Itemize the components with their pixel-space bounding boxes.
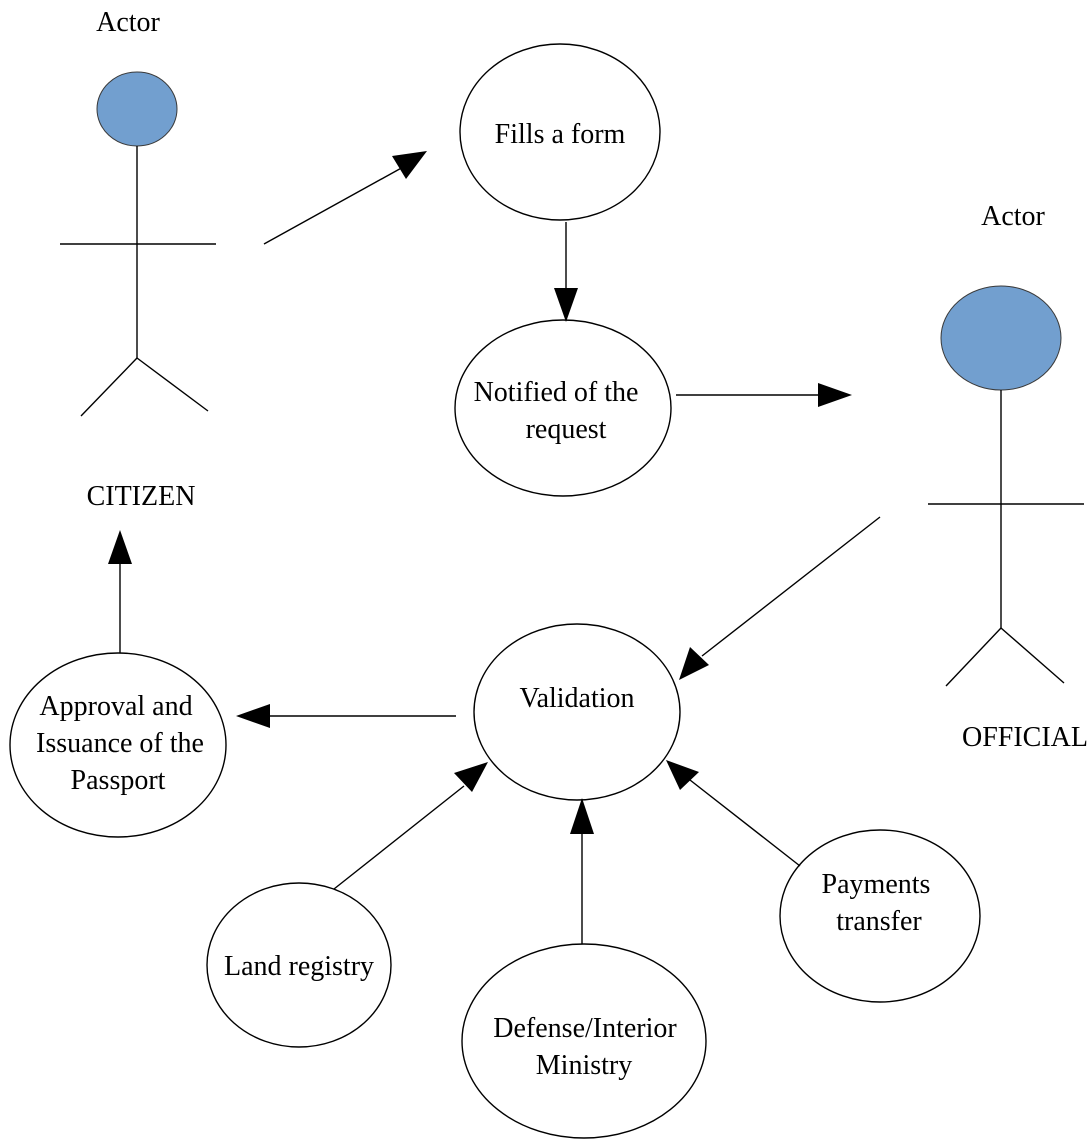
citizen-right-leg [136, 357, 209, 412]
payments-label-line2: transfer [836, 906, 922, 937]
approval-label-line3: Passport [71, 765, 166, 796]
citizen-head-icon [96, 71, 178, 147]
payments-label-line1: Payments [822, 869, 931, 900]
arrow-citizen-to-fills-form [263, 151, 427, 245]
official-left-leg [945, 627, 1002, 687]
land-registry-label: Land registry [224, 951, 374, 982]
notified-label-line1: Notified of the [474, 377, 639, 408]
validation-ellipse [473, 623, 681, 801]
use-case-fills-form[interactable]: Fills a form [459, 43, 661, 221]
land-registry-ellipse [206, 882, 392, 1048]
defense-label-line2: Ministry [536, 1050, 632, 1081]
arrow-defense-to-validation [570, 798, 594, 944]
arrowhead-icon [392, 151, 427, 179]
official-right-leg [1000, 627, 1065, 684]
use-case-notified[interactable]: Notified of the request [454, 319, 672, 497]
defense-label-line1: Defense/Interior [493, 1013, 677, 1044]
citizen-left-leg [80, 357, 138, 417]
approval-label-line1: Approval and [39, 691, 192, 722]
citizen-actor-name: CITIZEN [87, 481, 196, 512]
arrowhead-icon [236, 704, 270, 728]
arrowhead-icon [108, 530, 132, 564]
approval-ellipse [9, 652, 227, 838]
citizen-actor[interactable]: Actor CITIZEN [60, 7, 216, 512]
arrow-fills-form-to-notified [554, 222, 578, 322]
arrow-official-to-validation [679, 516, 881, 680]
use-case-payments-transfer[interactable]: Payments transfer [779, 829, 981, 1003]
arrow-payments-to-validation [666, 760, 801, 867]
use-case-validation[interactable]: Validation [473, 623, 681, 801]
payments-ellipse [779, 829, 981, 1003]
arrowhead-icon [454, 762, 488, 792]
notified-ellipse [454, 319, 672, 497]
fills-form-ellipse [459, 43, 661, 221]
use-case-approval[interactable]: Approval and Issuance of the Passport [9, 652, 227, 838]
defense-ellipse [461, 943, 707, 1139]
arrowhead-icon [679, 647, 709, 680]
notified-label-line2: request [526, 414, 607, 445]
official-actor[interactable]: Actor OFFICIAL [928, 201, 1087, 753]
validation-label: Validation [519, 683, 634, 714]
arrow-approval-to-citizen [108, 530, 132, 653]
arrowhead-icon [818, 383, 852, 407]
official-actor-stereotype: Actor [981, 201, 1045, 232]
arrowhead-icon [570, 798, 594, 834]
arrowhead-icon [666, 760, 699, 790]
arrow-land-registry-to-validation [333, 762, 488, 890]
approval-label-line2: Issuance of the [36, 728, 204, 759]
arrow-validation-to-approval [236, 704, 456, 728]
official-head-icon [940, 285, 1062, 391]
citizen-actor-stereotype: Actor [96, 7, 160, 38]
fills-form-label: Fills a form [495, 119, 626, 150]
arrowhead-icon [554, 288, 578, 322]
use-case-defense-interior[interactable]: Defense/Interior Ministry [461, 943, 707, 1139]
arrow-notified-to-official [676, 383, 852, 407]
official-actor-name: OFFICIAL [962, 722, 1087, 753]
use-case-land-registry[interactable]: Land registry [206, 882, 392, 1048]
